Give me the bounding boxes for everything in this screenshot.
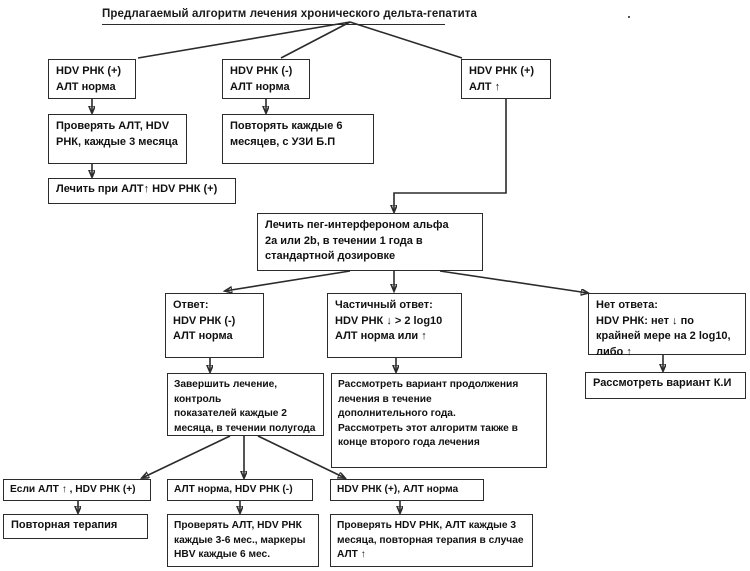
- node-response: Ответ: HDV РНК (-) АЛТ норма: [165, 293, 264, 358]
- node-repeat-therapy: Повторная терапия: [3, 514, 148, 539]
- link-title-to-box2: [280, 21, 351, 59]
- node-finish-treatment: Завершить лечение, контроль показателей …: [167, 373, 324, 436]
- node-check-hdv-alt-3m: Проверять HDV РНК, АЛТ каждые 3 месяца, …: [330, 514, 533, 567]
- node-hdv-pos-alt-norm: HDV РНК (+) АЛТ норма: [48, 59, 136, 99]
- node-peg-interferon: Лечить пег-интерфероном альфа 2a или 2b,…: [257, 213, 483, 271]
- node-hdv-pos-alt-up: HDV РНК (+) АЛТ ↑: [461, 59, 551, 99]
- title-underline: [102, 24, 445, 26]
- link-finish-left: [142, 435, 231, 478]
- node-repeat-6m: Повторять каждые 6 месяцев, с УЗИ Б.П: [222, 114, 374, 164]
- stray-dot: [628, 16, 630, 18]
- node-check-alt-hdv-3-6m: Проверять АЛТ, HDV РНК каждые 3-6 мес., …: [167, 514, 319, 567]
- link-title-to-box1: [137, 21, 351, 59]
- node-no-response: Нет ответа: HDV РНК: нет ↓ по крайней ме…: [588, 293, 746, 358]
- node-check-alt-3m: Проверять АЛТ, HDV РНК, каждые 3 месяца: [48, 114, 187, 164]
- node-hdv-neg-alt-norm: HDV РНК (-) АЛТ норма: [222, 59, 310, 99]
- node-hdv-pos-alt-norm-bottom: HDV РНК (+), АЛТ норма: [330, 479, 484, 501]
- link-c3-to-peg: [394, 99, 507, 212]
- node-treat-if-alt-up: Лечить при АЛТ↑ HDV РНК (+): [48, 178, 236, 204]
- node-consider-ki: Рассмотреть вариант К.И: [585, 372, 746, 399]
- node-consider-extension: Рассмотреть вариант продолжения лечения …: [331, 373, 547, 468]
- node-alt-norm-hdv-neg: АЛТ норма, HDV РНК (-): [167, 479, 313, 501]
- node-if-alt-up-hdv-pos: Если АЛТ ↑ , HDV РНК (+): [3, 479, 151, 501]
- link-peg-response: [225, 270, 351, 291]
- link-peg-noresponse: [439, 270, 588, 293]
- page-title: Предлагаемый алгоритм лечения хроническо…: [102, 8, 477, 20]
- node-partial-response: Частичный ответ: HDV РНК ↓ > 2 log10 АЛТ…: [327, 293, 462, 358]
- link-title-to-box3: [349, 21, 463, 59]
